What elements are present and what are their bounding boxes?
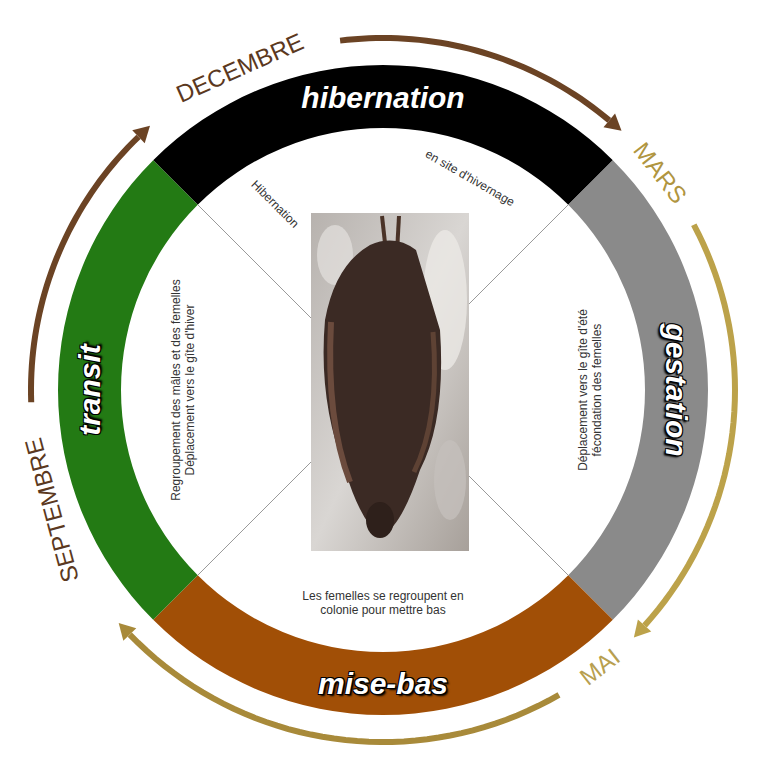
arrow-head: [634, 620, 651, 638]
bat-wing-edge: [330, 322, 350, 482]
divider-line: [198, 462, 311, 575]
rock-patch: [434, 440, 466, 520]
phase-sector: mise-bas Les femelles se regroupent en co…: [153, 390, 613, 715]
sector-outline: [153, 390, 613, 715]
arrow-head: [132, 126, 150, 144]
phase-sector: gestation Déplacement vers le gîte d'été …: [383, 160, 708, 620]
month-label: MAI: [574, 643, 625, 691]
sector-outline: [58, 160, 383, 620]
phase-band: [153, 575, 613, 715]
bat-photo: [311, 213, 469, 551]
bat-wing-edge: [414, 332, 434, 472]
phase-title: hibernation: [301, 81, 464, 115]
phase-description: Déplacement vers le gîte d'été fécondati…: [576, 290, 604, 490]
bat-body: [324, 241, 442, 536]
phase-description: Les femelles se regroupent en colonie po…: [295, 589, 471, 617]
phase-band: [568, 160, 708, 620]
sector-outline: [383, 160, 708, 620]
phase-band: [58, 160, 198, 620]
month-ring: [31, 38, 735, 742]
phase-description: Hibernation: [248, 177, 301, 230]
bat-head: [366, 502, 394, 538]
phase-sector: transit Regroupement des mâles et des fem…: [58, 160, 383, 620]
arrow-head: [603, 113, 621, 130]
divider-line: [469, 476, 568, 575]
arrow-head: [119, 623, 137, 641]
phase-title: transit: [73, 344, 107, 436]
phase-sector: hibernationHibernationen site d'hivernag…: [153, 65, 613, 390]
divider-line: [469, 205, 568, 304]
phase-description: Regroupement des mâles et des femelles D…: [169, 275, 197, 505]
rock-background: [311, 213, 469, 551]
phase-title: mise-bas: [318, 667, 448, 701]
phase-title: gestation: [659, 323, 693, 456]
